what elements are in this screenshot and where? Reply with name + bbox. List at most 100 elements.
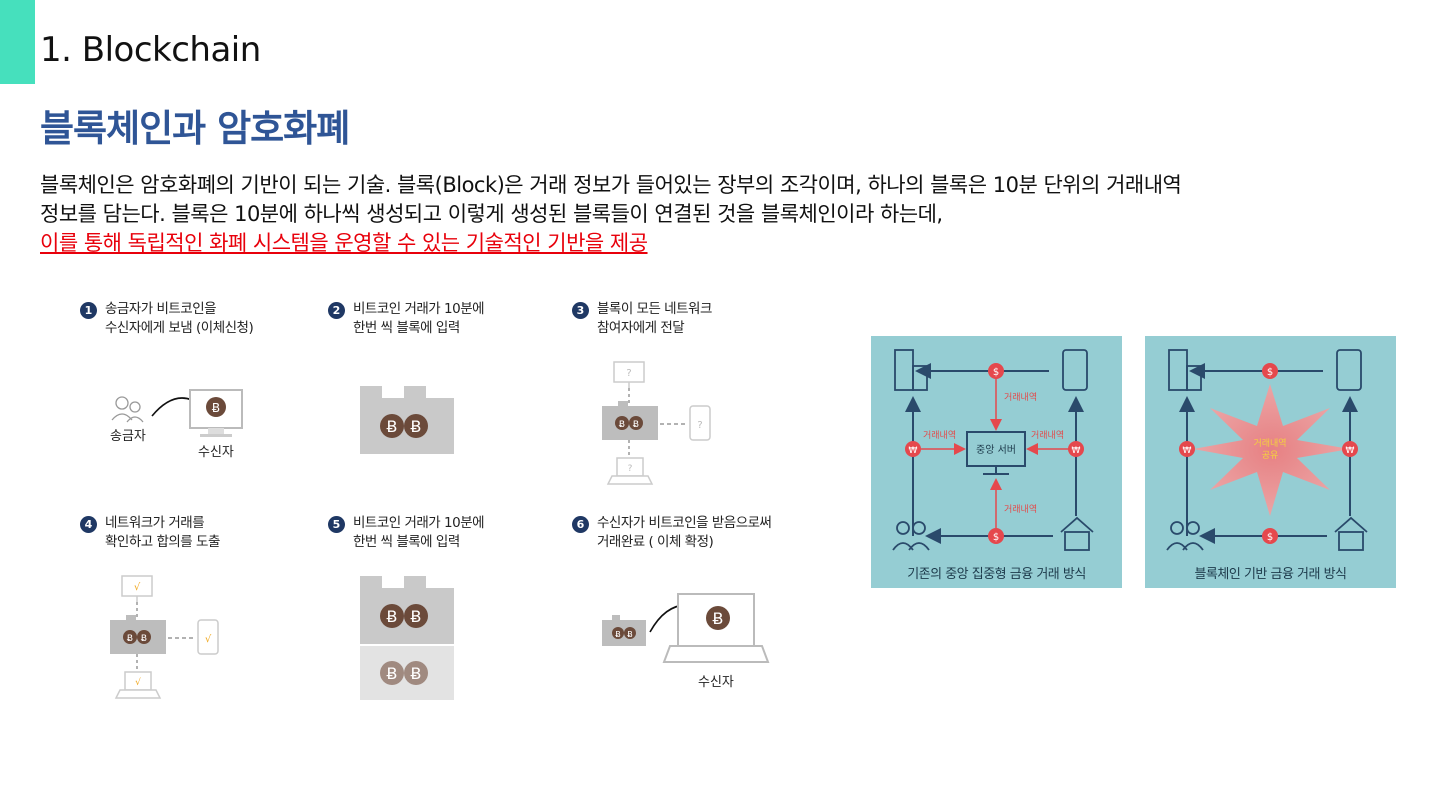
step-line: 참여자에게 전달 <box>597 320 685 336</box>
svg-text:Ƀ: Ƀ <box>387 664 398 683</box>
building-icon <box>1168 349 1202 391</box>
building-icon <box>894 349 928 391</box>
monitor-icon <box>613 361 645 388</box>
edge-label: 거래내역 <box>1031 430 1064 441</box>
step-2-illustration: Ƀ Ƀ <box>360 386 454 454</box>
house-icon <box>1060 516 1094 551</box>
bitcoin-coin-icon <box>380 414 404 438</box>
bitcoin-symbol: Ƀ <box>212 401 220 415</box>
svg-text:?: ? <box>626 368 631 379</box>
svg-text:Ƀ: Ƀ <box>619 420 625 430</box>
step-number: 2 <box>328 302 345 319</box>
step-line: 블록이 모든 네트워크 <box>597 301 712 317</box>
step-line: 수신자가 비트코인을 받음으로써 <box>597 515 772 531</box>
sender-label: 송금자 <box>110 429 146 444</box>
edge-label: 거래내역 <box>1004 392 1037 403</box>
step-line: 거래완료 ( 이체 확정) <box>597 534 714 550</box>
svg-text:$: $ <box>1267 532 1273 543</box>
svg-text:Ƀ: Ƀ <box>387 417 398 436</box>
won-coin-icon <box>905 441 921 457</box>
svg-text:Ƀ: Ƀ <box>713 609 724 628</box>
phone-icon <box>1336 349 1362 391</box>
dollar-coin-icon <box>1262 528 1278 544</box>
step-line: 비트코인 거래가 10분에 <box>353 301 485 317</box>
centralized-finance-panel: 중앙 서버 $ $ ₩ ₩ 거래내역 거래내역 거래내역 거래내역 기존의 중앙… <box>871 336 1122 588</box>
svg-text:Ƀ: Ƀ <box>633 420 639 430</box>
people-icon <box>892 521 930 551</box>
phone-icon <box>1062 349 1088 391</box>
bitcoin-coin-icon <box>404 414 428 438</box>
won-coin-icon <box>1342 441 1358 457</box>
receiver-label: 수신자 <box>698 675 734 690</box>
phone-icon <box>197 619 219 655</box>
monitor-icon <box>966 431 1026 475</box>
bitcoin-coin-icon <box>206 397 226 417</box>
svg-text:$: $ <box>993 367 999 378</box>
dollar-coin-icon <box>1262 363 1278 379</box>
step-line: 비트코인 거래가 10분에 <box>353 515 485 531</box>
house-icon <box>1334 516 1368 551</box>
svg-text:√: √ <box>205 634 212 645</box>
svg-text:Ƀ: Ƀ <box>615 630 621 639</box>
center-label: 거래내역 <box>1253 438 1286 449</box>
description-line-2: 정보를 담는다. 블록은 10분에 하나씩 생성되고 이렇게 생성된 블록들이 … <box>40 202 943 226</box>
svg-text:Ƀ: Ƀ <box>411 417 422 436</box>
receiver-label: 수신자 <box>198 445 234 460</box>
svg-text:√: √ <box>134 582 141 593</box>
people-icon <box>1166 521 1204 551</box>
step-line: 송금자가 비트코인을 <box>105 301 217 317</box>
description-line-1: 블록체인은 암호화폐의 기반이 되는 기술. 블록(Block)은 거래 정보가… <box>40 173 1182 197</box>
starburst-icon <box>1193 384 1350 516</box>
svg-text:?: ? <box>697 420 702 431</box>
section-title: 1. Blockchain <box>40 30 261 70</box>
step-number: 5 <box>328 516 345 533</box>
svg-text:₩: ₩ <box>1183 446 1192 456</box>
step-number: 4 <box>80 516 97 533</box>
panel-caption: 기존의 중앙 집중형 금융 거래 방식 <box>907 567 1086 582</box>
svg-text:√: √ <box>135 677 141 688</box>
dollar-coin-icon <box>988 363 1004 379</box>
edge-label: 거래내역 <box>1004 504 1037 515</box>
description: 블록체인은 암호화폐의 기반이 되는 기술. 블록(Block)은 거래 정보가… <box>40 171 1420 258</box>
center-label: 공유 <box>1262 450 1279 461</box>
step-6-illustration: Ƀ Ƀ Ƀ 수신자 <box>602 593 770 690</box>
step-number: 6 <box>572 516 589 533</box>
page-title: 블록체인과 암호화폐 <box>40 107 350 150</box>
step-3-illustration: ? Ƀ Ƀ ? ? <box>602 361 711 485</box>
step-line: 확인하고 합의를 도출 <box>105 534 220 550</box>
monitor-icon <box>121 575 153 602</box>
svg-text:Ƀ: Ƀ <box>141 634 147 644</box>
step-5-illustration: Ƀ Ƀ Ƀ Ƀ <box>360 576 454 700</box>
description-highlight: 이를 통해 독립적인 화폐 시스템을 운영할 수 있는 기술적인 기반을 제공 <box>40 231 648 255</box>
svg-text:₩: ₩ <box>1072 446 1081 456</box>
svg-text:Ƀ: Ƀ <box>411 607 422 626</box>
svg-text:Ƀ: Ƀ <box>411 664 422 683</box>
step-1-illustration: 송금자 Ƀ 수신자 <box>110 389 243 460</box>
blockchain-finance-panel: 거래내역 공유 $ $ ₩ ₩ 블록체인 기반 금융 거래 방식 <box>1145 336 1396 588</box>
step-line: 수신자에게 보냄 (이체신청) <box>105 320 254 336</box>
phone-icon <box>689 405 711 441</box>
laptop-icon <box>114 671 162 699</box>
step-line: 네트워크가 거래를 <box>105 515 205 531</box>
svg-text:$: $ <box>993 532 999 543</box>
won-coin-icon <box>1179 441 1195 457</box>
svg-text:Ƀ: Ƀ <box>387 607 398 626</box>
accent-bar <box>0 0 35 84</box>
svg-text:$: $ <box>1267 367 1273 378</box>
svg-text:₩: ₩ <box>909 446 918 456</box>
svg-text:?: ? <box>628 464 633 474</box>
won-coin-icon <box>1068 441 1084 457</box>
step-4-illustration: √ Ƀ Ƀ √ √ <box>110 575 219 699</box>
bitcoin-coin-icon <box>706 606 730 630</box>
step-line: 한번 씩 블록에 입력 <box>353 320 460 336</box>
edge-label: 거래내역 <box>923 430 956 441</box>
people-icon <box>111 396 144 423</box>
laptop-icon <box>606 457 654 485</box>
